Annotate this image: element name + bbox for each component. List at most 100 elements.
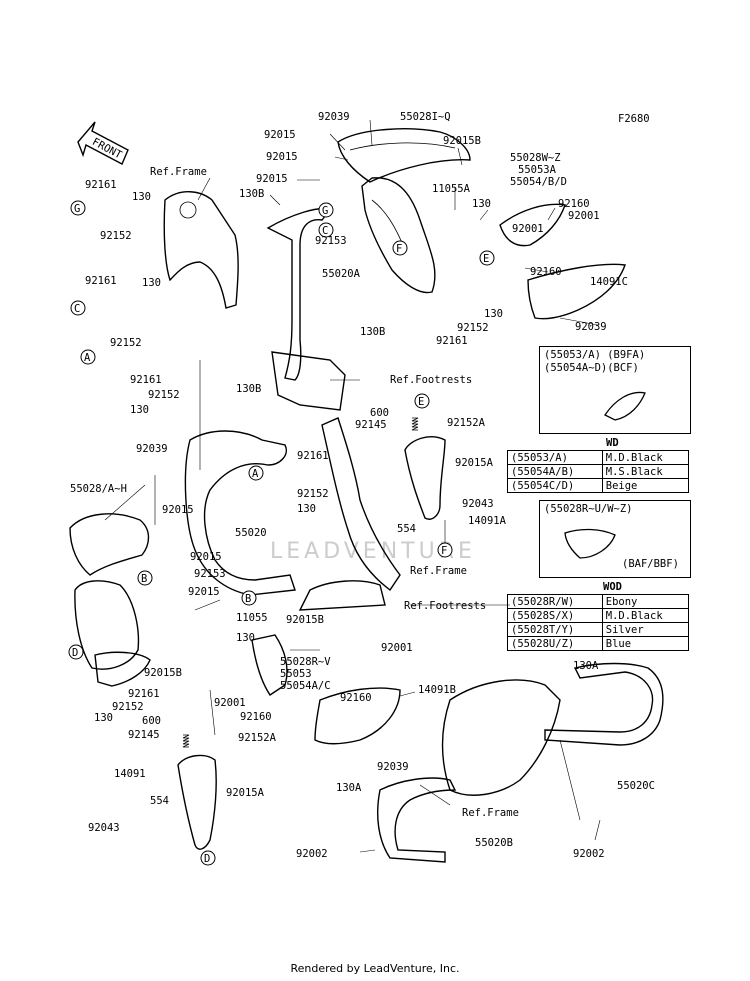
- svg-text:130: 130: [142, 277, 161, 289]
- svg-text:92161: 92161: [130, 374, 162, 386]
- svg-text:130B: 130B: [239, 188, 264, 200]
- svg-text:92160: 92160: [240, 711, 272, 723]
- table-row: (55053/A)M.D.Black: [507, 450, 690, 465]
- svg-text:92015: 92015: [266, 151, 298, 163]
- svg-text:55028I~Q: 55028I~Q: [400, 111, 451, 123]
- lower-cowl-14091b: [251, 634, 288, 696]
- svg-text:14091C: 14091C: [590, 276, 628, 288]
- svg-text:554: 554: [397, 523, 416, 535]
- svg-text:Ref.Frame: Ref.Frame: [410, 565, 467, 577]
- svg-text:92145: 92145: [355, 419, 387, 431]
- svg-text:130: 130: [130, 404, 149, 416]
- svg-text:130B: 130B: [360, 326, 385, 338]
- svg-text:B: B: [141, 573, 147, 585]
- side-cover-upper-right: [499, 203, 566, 247]
- box2-caption: (BAF/BBF): [622, 558, 679, 570]
- svg-text:Ref.Footrests: Ref.Footrests: [390, 374, 472, 386]
- svg-text:92161: 92161: [128, 688, 160, 700]
- svg-text:55054A/C: 55054A/C: [280, 680, 331, 692]
- svg-text:92043: 92043: [88, 822, 120, 834]
- table-row: (55054C/D)Beige: [507, 478, 690, 493]
- callout-e-1: E: [479, 250, 495, 266]
- svg-text:55020A: 55020A: [322, 268, 361, 280]
- callout-b-1: B: [137, 570, 153, 586]
- svg-text:92043: 92043: [462, 498, 494, 510]
- upper-cowl-body: [361, 177, 436, 294]
- svg-text:55053A: 55053A: [518, 164, 557, 176]
- footrest-bracket-lower: [298, 580, 386, 611]
- footer-credit: Rendered by LeadVenture, Inc.: [290, 962, 460, 975]
- svg-text:92152: 92152: [148, 389, 180, 401]
- svg-text:Ref.Frame: Ref.Frame: [462, 807, 519, 819]
- cowl-body-left: [74, 580, 140, 670]
- svg-text:92161: 92161: [85, 179, 117, 191]
- variant-box-55028: (55028R~U/W~Z) (BAF/BBF): [539, 500, 691, 578]
- table-wod-title: WOD: [603, 581, 622, 593]
- frame-reference-top: [163, 191, 239, 309]
- svg-text:55028R~V: 55028R~V: [280, 656, 331, 668]
- svg-text:92152A: 92152A: [238, 732, 277, 744]
- table-row: (55028U/Z)Blue: [507, 636, 690, 651]
- svg-text:D: D: [204, 853, 210, 865]
- svg-text:554: 554: [150, 795, 169, 807]
- svg-text:92015: 92015: [190, 551, 222, 563]
- svg-text:92160: 92160: [530, 266, 562, 278]
- spring-92145-lower: [182, 734, 190, 748]
- svg-text:92039: 92039: [136, 443, 168, 455]
- svg-text:92161: 92161: [85, 275, 117, 287]
- svg-text:92160: 92160: [558, 198, 590, 210]
- svg-text:130A: 130A: [573, 660, 599, 672]
- svg-text:600: 600: [370, 407, 389, 419]
- svg-text:14091: 14091: [114, 768, 146, 780]
- svg-text:55020C: 55020C: [617, 780, 655, 792]
- svg-text:F: F: [396, 243, 402, 255]
- lower-cowl-14091c: [527, 263, 626, 320]
- svg-text:E: E: [483, 253, 489, 265]
- table-wod: (55028R/W)Ebony (55028S/X)M.D.Black (550…: [507, 594, 690, 651]
- callout-a-1: A: [80, 349, 96, 365]
- front-arrow-icon: FRONT: [77, 121, 129, 165]
- box2-title: (55028R~U/W~Z): [544, 503, 633, 515]
- callout-d-1: D: [68, 644, 84, 660]
- svg-text:92152: 92152: [110, 337, 142, 349]
- cover-14091: [177, 754, 217, 850]
- svg-text:B: B: [245, 593, 251, 605]
- svg-text:92015A: 92015A: [455, 457, 494, 469]
- table-row: (55054A/B)M.S.Black: [507, 464, 690, 479]
- svg-text:55020: 55020: [235, 527, 267, 539]
- svg-text:92039: 92039: [318, 111, 350, 123]
- table-wd-title: WD: [606, 437, 619, 449]
- svg-text:92001: 92001: [214, 697, 246, 709]
- svg-text:A: A: [252, 468, 259, 480]
- svg-text:E: E: [418, 396, 424, 408]
- part-number-labels: 92039 55028I~Q 92015 92015B 92015 55028W…: [70, 111, 655, 860]
- windshield-55028: [69, 513, 150, 576]
- cover-14091a: [404, 436, 446, 520]
- callout-e-2: E: [414, 393, 430, 409]
- svg-text:A: A: [84, 352, 91, 364]
- svg-text:92002: 92002: [296, 848, 328, 860]
- frame-reference-middle: [321, 417, 401, 592]
- svg-text:92145: 92145: [128, 729, 160, 741]
- callout-d-2: D: [200, 850, 216, 866]
- svg-text:92015: 92015: [256, 173, 288, 185]
- windshield-illustration: [564, 528, 616, 559]
- svg-text:92039: 92039: [575, 321, 607, 333]
- svg-text:92161: 92161: [436, 335, 468, 347]
- svg-text:92015B: 92015B: [286, 614, 324, 626]
- svg-text:92039: 92039: [377, 761, 409, 773]
- engine-guard-55020c: [544, 662, 664, 746]
- svg-text:11055: 11055: [236, 612, 268, 624]
- diagram-code: F2680: [618, 113, 650, 125]
- frame-reference-lower: [441, 679, 561, 796]
- table-row: (55028T/Y)Silver: [507, 622, 690, 637]
- callout-c-1: C: [70, 300, 86, 316]
- svg-text:600: 600: [142, 715, 161, 727]
- svg-text:130: 130: [472, 198, 491, 210]
- svg-text:130: 130: [297, 503, 316, 515]
- svg-text:92153: 92153: [194, 568, 226, 580]
- svg-text:G: G: [74, 203, 80, 215]
- svg-text:130B: 130B: [236, 383, 261, 395]
- svg-text:92015: 92015: [162, 504, 194, 516]
